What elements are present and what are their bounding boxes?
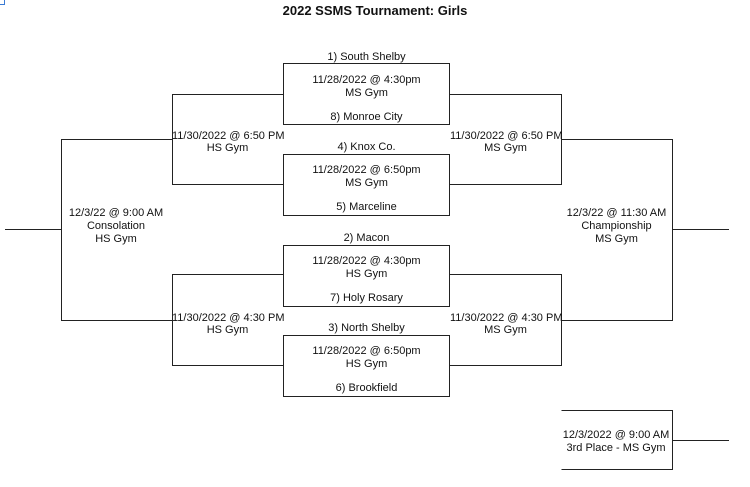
semifinal-date: 11/30/2022 @ 6:50 PM [172,130,285,142]
semifinal-venue: HS Gym [206,324,249,336]
game-date: 11/28/2022 @ 4:30pm [312,255,421,267]
team-label: 4) Knox Co. [337,141,396,153]
game-date: 11/28/2022 @ 6:50pm [312,164,421,176]
game-venue: HS Gym [345,358,388,370]
team-label: 3) North Shelby [328,322,405,334]
game-box-3 [283,245,450,307]
championship-title: Championship [581,220,652,232]
semifinal-venue: HS Gym [206,142,249,154]
consolation-venue: HS Gym [95,233,137,245]
team-label: 7) Holy Rosary [330,292,403,304]
semifinal-date: 11/30/2022 @ 4:30 PM [172,312,285,324]
semifinal-venue: MS Gym [484,142,527,154]
game-venue: HS Gym [345,268,388,280]
game-venue: MS Gym [345,87,388,99]
team-label: 6) Brookfield [335,382,398,394]
team-label: 5) Marceline [336,201,397,213]
semifinal-date: 11/30/2022 @ 6:50 PM [450,130,563,142]
third-place-label: 3rd Place - MS Gym [566,442,666,454]
page-title: 2022 SSMS Tournament: Girls [282,3,468,18]
corner-marker [0,0,5,5]
team-label: 2) Macon [343,232,390,244]
team-label: 8) Monroe City [330,111,403,123]
team-label: 1) South Shelby [327,51,406,63]
consolation-title: Consolation [86,220,146,232]
semifinal-venue: MS Gym [484,324,527,336]
championship-venue: MS Gym [595,233,638,245]
consolation-date: 12/3/22 @ 9:00 AM [68,207,164,219]
championship-date: 12/3/22 @ 11:30 AM [566,207,667,219]
third-place-date: 12/3/2022 @ 9:00 AM [562,429,670,441]
game-venue: MS Gym [345,177,388,189]
game-date: 11/28/2022 @ 6:50pm [312,345,421,357]
game-date: 11/28/2022 @ 4:30pm [312,74,421,86]
semifinal-date: 11/30/2022 @ 4:30 PM [450,312,563,324]
